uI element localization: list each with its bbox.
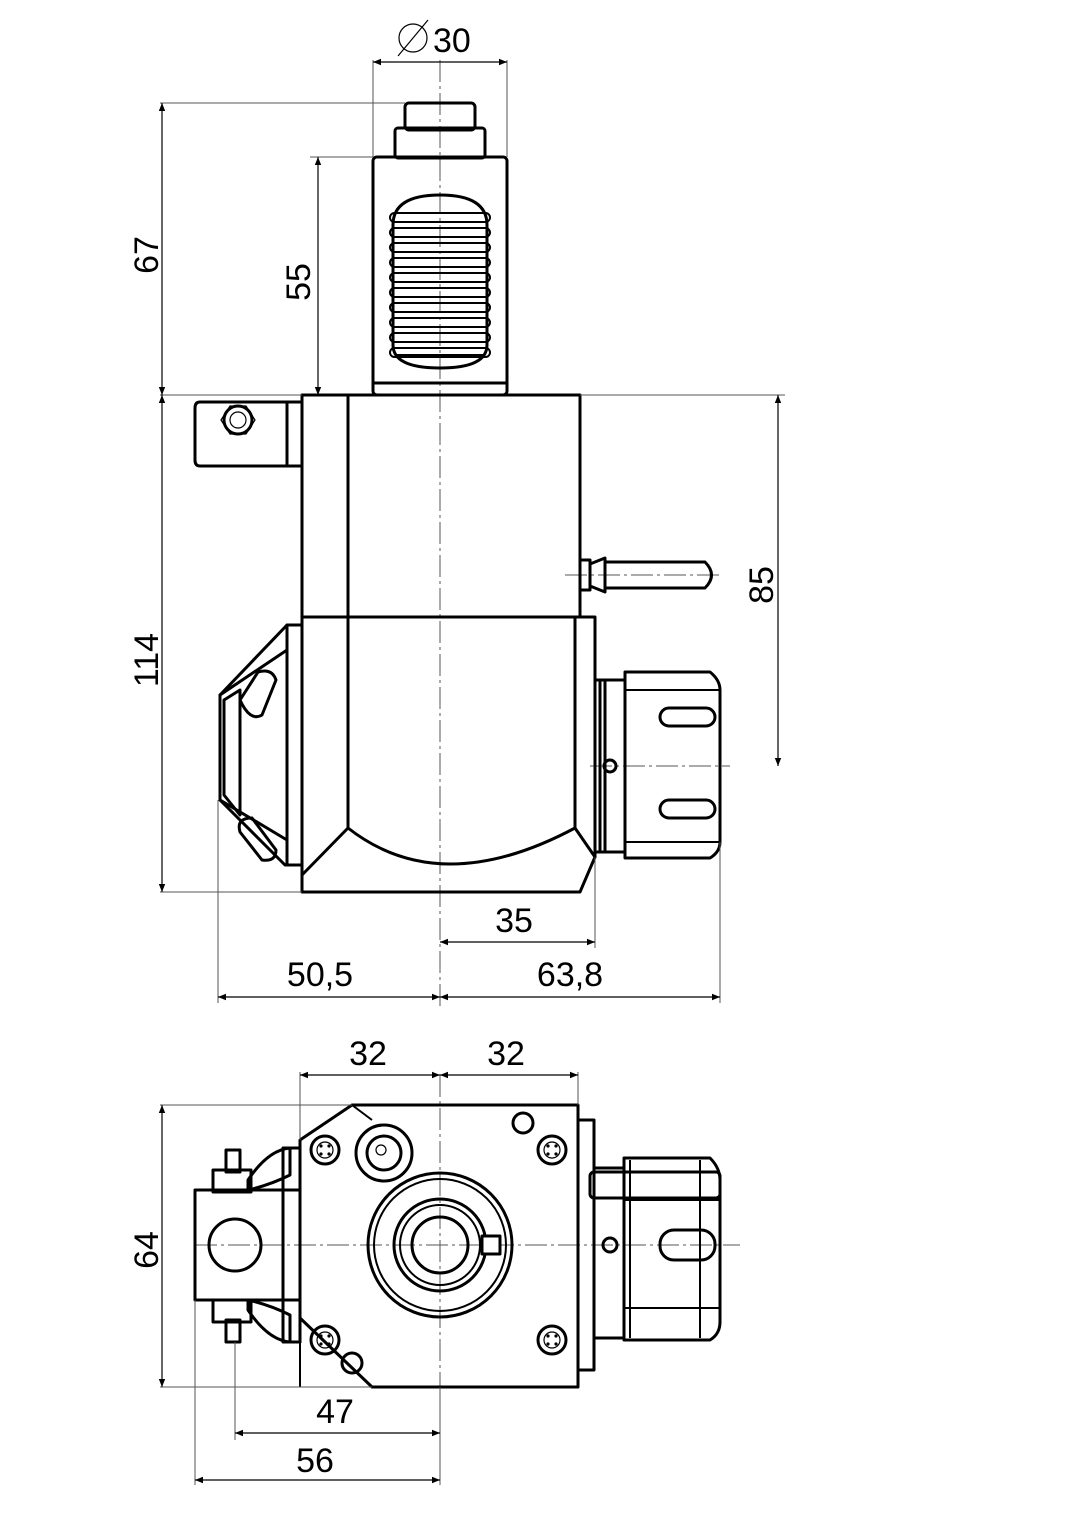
dim-shank-diameter: 30 — [433, 22, 471, 60]
dimension-lines — [158, 58, 782, 1001]
plan-dimension-texts: 32 32 64 47 56 — [128, 1035, 525, 1480]
collet-nut — [593, 670, 722, 860]
coolant-port — [354, 1123, 414, 1183]
lower-body — [300, 615, 597, 894]
main-bore — [366, 1171, 514, 1319]
plan-clamp — [193, 1146, 302, 1344]
plan-extension-lines — [160, 1072, 579, 1485]
plan-view: 32 32 64 47 56 — [128, 1035, 740, 1485]
side-view: 30 67 55 114 85 35 50,5 63,8 — [128, 19, 785, 1010]
clamp-bracket — [193, 400, 304, 468]
dimension-texts: 30 67 55 114 85 35 50,5 63,8 — [128, 19, 781, 994]
dim-plan-right-32: 32 — [487, 1035, 525, 1073]
screw-2 — [536, 1134, 568, 1166]
coolant-pin — [578, 556, 713, 594]
dim-left-width: 50,5 — [287, 956, 353, 994]
extension-lines — [160, 60, 785, 1003]
dim-spindle-offset: 35 — [495, 902, 533, 940]
plan-collet-nut — [576, 1118, 722, 1372]
screws — [309, 1134, 568, 1356]
dim-plan-height: 64 — [128, 1231, 166, 1269]
dim-body-height: 114 — [128, 633, 166, 687]
shank-serration — [389, 193, 491, 370]
plan-dimension-lines — [158, 1071, 578, 1484]
screw-3 — [309, 1324, 341, 1356]
screw-1 — [309, 1134, 341, 1166]
dim-spindle-height: 85 — [743, 566, 781, 604]
dim-shank-height: 55 — [280, 263, 318, 301]
plan-holes — [340, 1111, 535, 1375]
dim-plan-left-32: 32 — [349, 1035, 387, 1073]
screw-4 — [536, 1324, 568, 1356]
dim-shank-height-total: 67 — [128, 236, 166, 274]
dim-right-width: 63,8 — [537, 956, 603, 994]
left-collar — [218, 623, 304, 867]
dim-plan-56: 56 — [296, 1442, 334, 1480]
dim-diameter-30: 30 — [397, 19, 471, 60]
dim-plan-47: 47 — [316, 1393, 354, 1431]
plan-body — [298, 1103, 580, 1389]
upper-body — [300, 393, 582, 619]
